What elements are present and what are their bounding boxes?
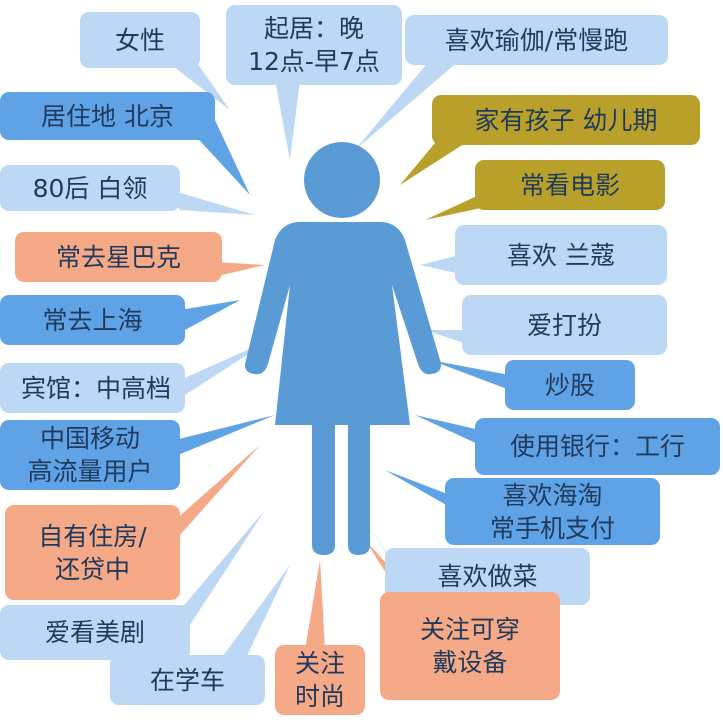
tag-label: 常手机支付 (489, 513, 615, 543)
tag-label: 爱看美剧 (44, 618, 145, 647)
female-person-icon (245, 142, 441, 555)
tag-tv: 爱看美剧 (0, 605, 190, 660)
tag-wearable: 关注可穿戴设备 (380, 592, 560, 700)
tag-label: 80后 白领 (32, 173, 148, 203)
tag-hotel: 宾馆：中高档 (0, 363, 185, 413)
tag-label: 喜欢瑜伽/常慢跑 (444, 25, 629, 55)
tag-starbucks: 常去星巴克 (15, 232, 222, 282)
tag-house: 自有住房/还贷中 (5, 505, 180, 600)
tag-sport: 喜欢瑜伽/常慢跑 (405, 15, 668, 65)
tag-movie: 常看电影 (475, 160, 665, 210)
tag-label: 家有孩子 幼儿期 (474, 105, 658, 135)
tag-label: 宾馆：中高档 (20, 373, 171, 403)
tag-label: 常看电影 (519, 170, 620, 200)
tag-label: 喜欢做菜 (437, 562, 538, 591)
tag-gender: 女性 (80, 12, 200, 68)
tag-label: 时尚 (294, 682, 345, 711)
tag-label: 关注 (294, 649, 345, 678)
tag-label: 起居：晚 (263, 14, 364, 43)
tag-shanghai: 常去上海 (0, 295, 185, 345)
tag-label: 12点-早7点 (248, 47, 380, 76)
tag-label: 中国移动 (39, 424, 140, 453)
tag-fashion: 关注时尚 (275, 645, 365, 715)
tag-label: 常去上海 (42, 305, 143, 335)
tag-cosmetic: 喜欢 兰蔻 (455, 225, 667, 285)
tag-label: 常去星巴克 (55, 242, 181, 272)
tag-label: 使用银行：工行 (509, 432, 685, 461)
tag-label: 自有住房/ (38, 521, 147, 551)
tag-residence: 居住地 北京 (0, 92, 215, 140)
tag-age: 80后 白领 (0, 165, 180, 211)
tag-shopping: 喜欢海淘常手机支付 (445, 478, 660, 545)
tag-label: 戴设备 (432, 648, 508, 677)
tag-label: 炒股 (544, 370, 595, 400)
tag-driving: 在学车 (110, 655, 265, 705)
tag-label: 女性 (114, 25, 165, 55)
tag-stock: 炒股 (505, 360, 635, 410)
tag-label: 高流量用户 (27, 457, 153, 486)
tag-label: 喜欢海淘 (502, 480, 603, 510)
tag-dress: 爱打扮 (462, 295, 667, 355)
tag-sleep: 起居：晚 12点-早7点 (226, 5, 402, 85)
tag-label: 在学车 (149, 665, 225, 695)
tag-label: 关注可穿 (419, 615, 520, 644)
tag-label: 还贷中 (54, 554, 130, 584)
tag-label: 喜欢 兰蔻 (507, 240, 615, 270)
tag-bank: 使用银行：工行 (475, 418, 720, 475)
callout-pointers (165, 60, 510, 660)
tag-label: 爱打扮 (526, 310, 602, 340)
tag-label: 居住地 北京 (41, 101, 174, 131)
tag-children: 家有孩子 幼儿期 (432, 95, 700, 145)
tag-mobile: 中国移动高流量用户 (0, 420, 180, 490)
